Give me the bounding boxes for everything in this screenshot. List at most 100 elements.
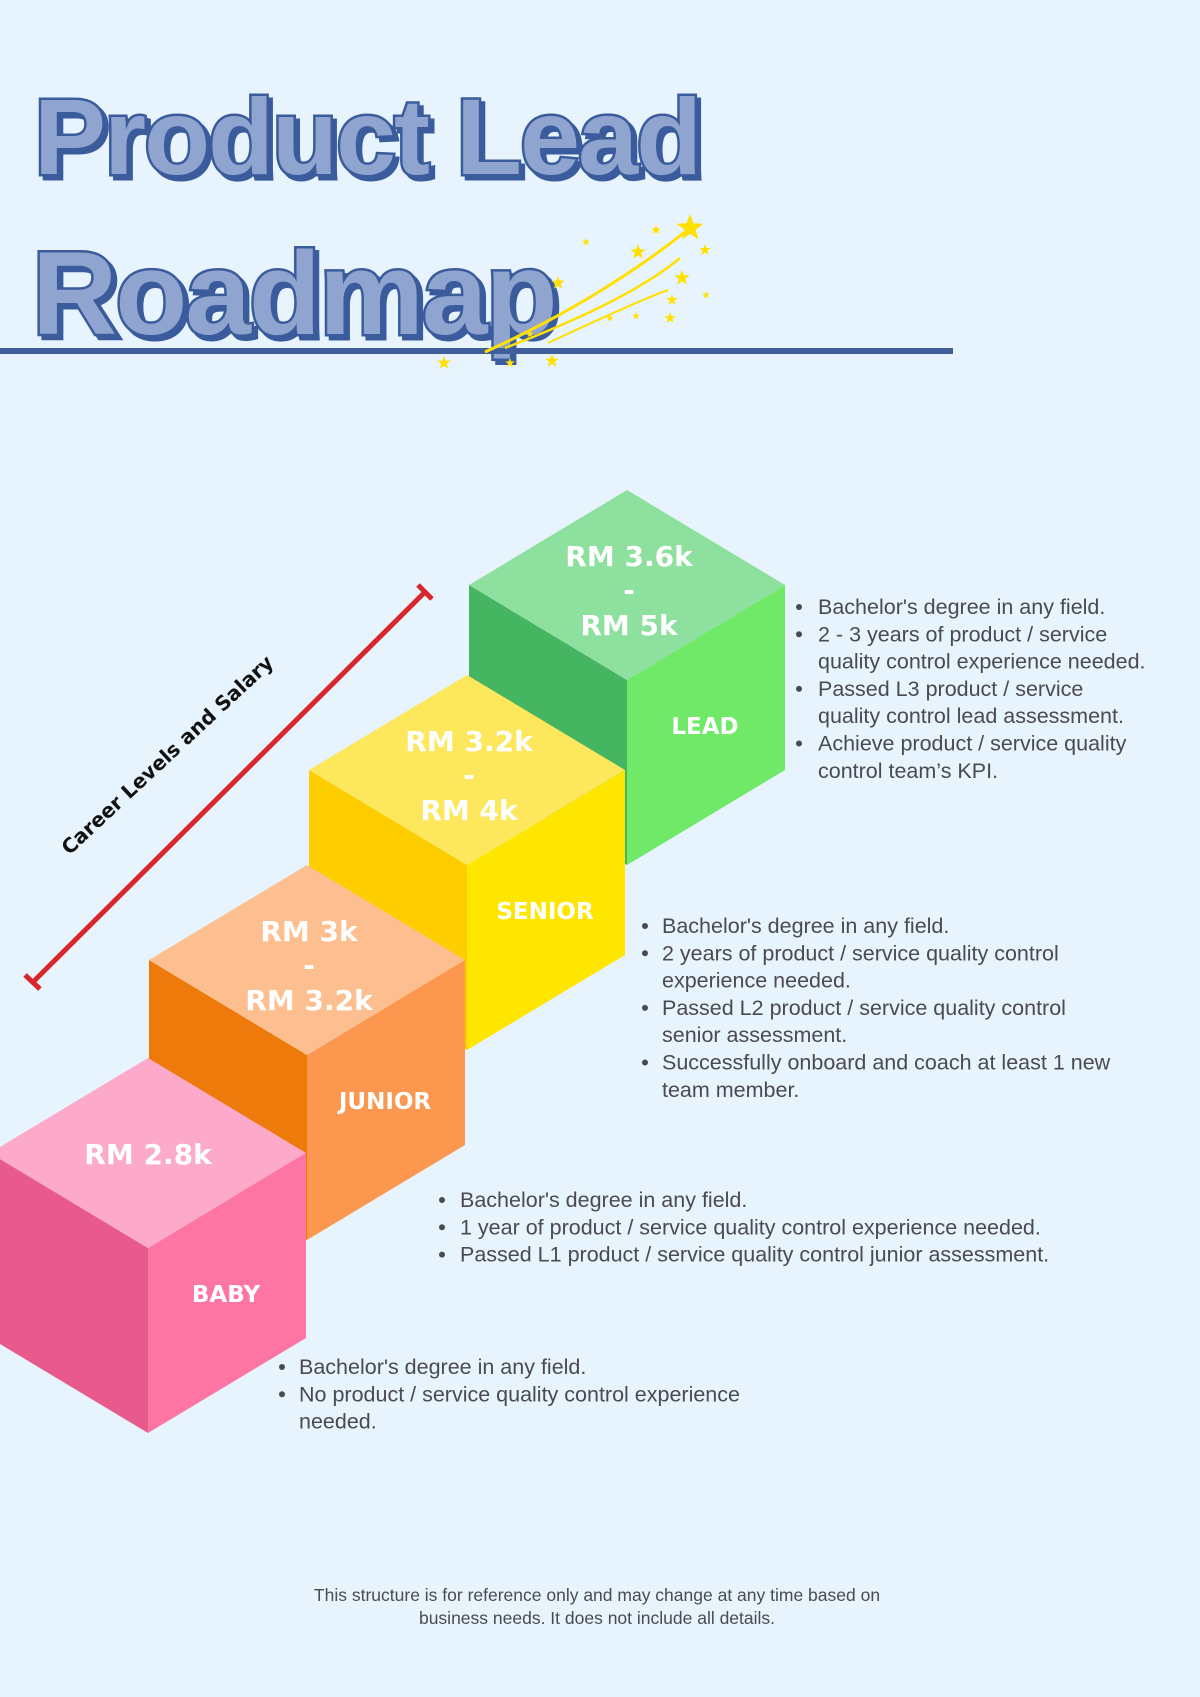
requirements-lists: Bachelor's degree in any field. No produc…: [279, 595, 1146, 1434]
bullet-icon: [439, 1224, 445, 1231]
level-label: SENIOR: [496, 899, 594, 925]
star-icon: [666, 294, 678, 305]
salary-to: RM 4k: [420, 794, 519, 827]
requirement-item: Bachelor's degree in any field.: [642, 914, 949, 938]
bullet-icon: [642, 923, 648, 929]
star-icon: [632, 312, 640, 320]
star-icon: [582, 238, 590, 246]
cube-right-face: [467, 770, 625, 1050]
requirement-text: Bachelor's degree in any field.: [818, 595, 1105, 619]
cube-right-face: [307, 960, 465, 1240]
bullet-icon: [796, 685, 802, 692]
level-label: JUNIOR: [337, 1089, 432, 1115]
step-baby: [0, 1058, 306, 1433]
requirement-text: senior assessment.: [662, 1023, 847, 1047]
title-line2: Roadmap: [32, 228, 556, 360]
requirement-item: Bachelor's degree in any field.: [796, 595, 1105, 619]
requirement-text: quality control lead assessment.: [818, 704, 1124, 728]
disclaimer: This structure is for reference only and…: [314, 1585, 880, 1628]
requirement-item: Bachelor's degree in any field.: [439, 1188, 747, 1212]
requirement-text: Successfully onboard and coach at least …: [662, 1051, 1111, 1075]
cube-top-face: [149, 865, 465, 1055]
requirement-item: 1 year of product / service quality cont…: [439, 1215, 1041, 1239]
requirement-item: Passed L2 product / service quality cont…: [642, 996, 1066, 1047]
cube-right-face: [148, 1153, 306, 1433]
bullet-icon: [796, 740, 802, 747]
bullet-icon: [642, 1004, 648, 1011]
disclaimer-line2: business needs. It does not include all …: [419, 1608, 775, 1628]
star-icon: [551, 276, 565, 289]
salary: RM 2.8k: [84, 1138, 213, 1171]
requirement-text: control team’s KPI.: [818, 759, 998, 783]
cube-top-face: [309, 675, 625, 865]
requirement-item: No product / service quality control exp…: [279, 1382, 740, 1434]
axis-cap-end: [416, 583, 434, 601]
requirement-text: 1 year of product / service quality cont…: [460, 1215, 1041, 1239]
requirement-text: quality control experience needed.: [818, 650, 1146, 674]
requirement-text: Passed L1 product / service quality cont…: [460, 1243, 1049, 1267]
requirement-text: Bachelor's degree in any field.: [299, 1355, 586, 1379]
requirements-senior: Bachelor's degree in any field. 2 years o…: [642, 914, 1111, 1102]
salary-separator: -: [463, 759, 475, 792]
requirements-lead: Bachelor's degree in any field. 2 - 3 yea…: [796, 595, 1146, 783]
title-underline: [0, 348, 953, 354]
bullet-icon: [796, 604, 802, 610]
salary-to: RM 3.2k: [245, 984, 374, 1017]
axis-cap-start: [23, 973, 42, 991]
requirements-junior: Bachelor's degree in any field. 1 year of…: [439, 1188, 1049, 1267]
requirement-text: needed.: [299, 1410, 377, 1434]
bullet-icon: [439, 1251, 445, 1258]
requirement-text: Bachelor's degree in any field.: [662, 914, 949, 938]
requirement-text: 2 years of product / service quality con…: [662, 941, 1059, 965]
salary-from: RM 3.6k: [565, 540, 694, 573]
cube-top-face: [469, 490, 785, 680]
salary-from: RM 3.2k: [405, 725, 534, 758]
star-icon: [699, 244, 711, 255]
salary-from: RM 3k: [260, 915, 359, 948]
bullet-icon: [279, 1391, 285, 1398]
step-text-senior: RM 3.2k-RM 4k SENIOR: [405, 725, 594, 925]
star-icon: [651, 225, 661, 234]
star-icon: [505, 358, 515, 367]
bullet-icon: [439, 1197, 445, 1203]
requirement-item: Passed L1 product / service quality cont…: [439, 1243, 1049, 1267]
bullet-icon: [279, 1364, 285, 1370]
bullet-icon: [642, 1059, 648, 1066]
salary-to: RM 5k: [580, 609, 679, 642]
requirement-item: 2 - 3 years of product / servicequality …: [796, 622, 1146, 674]
star-icon: [674, 270, 690, 285]
star-icon: [545, 354, 559, 367]
requirement-text: No product / service quality control exp…: [299, 1382, 740, 1406]
requirement-text: Bachelor's degree in any field.: [460, 1188, 747, 1212]
requirement-item: Successfully onboard and coach at least …: [642, 1051, 1111, 1102]
salary-separator: -: [623, 574, 635, 607]
bullet-icon: [796, 631, 802, 638]
requirement-text: Achieve product / service quality: [818, 732, 1127, 756]
star-icon: [606, 314, 614, 322]
requirement-item: Achieve product / service quality control…: [796, 732, 1127, 783]
star-icon: [526, 330, 534, 338]
disclaimer-line1: This structure is for reference only and…: [314, 1585, 880, 1605]
cube-top-face: [0, 1058, 306, 1248]
salary-separator: -: [303, 949, 315, 982]
page-title: Product Lead Roadmap: [30, 74, 705, 363]
star-icon: [630, 244, 646, 259]
bullet-icon: [642, 950, 648, 957]
star-icon: [702, 291, 710, 299]
cube-left-face: [0, 1159, 148, 1433]
requirement-item: Bachelor's degree in any field.: [279, 1355, 586, 1379]
level-label: LEAD: [671, 714, 738, 740]
career-steps: [0, 490, 785, 1433]
step-text-lead: RM 3.6k-RM 5k LEAD: [565, 540, 738, 740]
axis-line: [31, 590, 427, 984]
star-icon: [664, 312, 676, 323]
requirements-baby: Bachelor's degree in any field. No produc…: [279, 1355, 740, 1434]
cube-right-face: [627, 585, 785, 865]
level-label: BABY: [192, 1282, 261, 1308]
star-icon: [437, 356, 451, 369]
